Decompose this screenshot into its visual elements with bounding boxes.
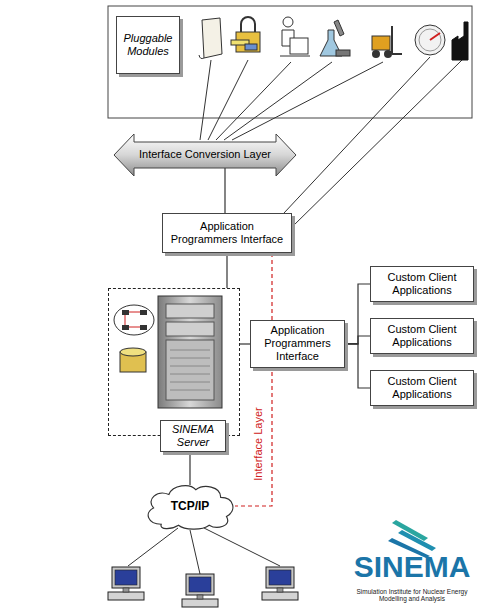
connector (235, 253, 272, 506)
module-wires-part (224, 62, 332, 140)
network-icon-part (114, 305, 154, 335)
node-text: Custom Client Applications (376, 323, 468, 349)
server-icon-part (166, 340, 214, 400)
forklift-icon-part (372, 36, 390, 50)
process-box: Pluggable Modules (116, 16, 180, 74)
node-text: Application Programmers Interface (168, 220, 286, 246)
connector (345, 284, 370, 344)
module-wires-part (232, 62, 383, 140)
module-wires-part (292, 60, 462, 227)
gauge-icon-part (430, 33, 440, 40)
network-icon-part (122, 310, 129, 315)
logo-text: SINEMA (344, 550, 480, 585)
forklift-icon-part (392, 53, 402, 55)
network-icon (114, 305, 154, 335)
database-icon (120, 348, 146, 372)
desk-icon-part (290, 38, 308, 54)
process-box: Custom Client Applications (370, 370, 474, 406)
node-text: Custom Client Applications (376, 375, 468, 401)
network-icon-part (122, 325, 129, 330)
lab-icon-part (336, 50, 350, 56)
server-label-box: SINEMA Server (160, 420, 226, 452)
band-outline (114, 134, 296, 176)
network-icon-part (140, 325, 147, 330)
process-box: Application Programmers Interface (250, 320, 345, 368)
conversion-band: Interface Conversion Layer (114, 134, 296, 176)
module-wires-part (200, 60, 211, 140)
server-group: SINEMA Server (108, 288, 240, 452)
server-icon-part (170, 350, 210, 390)
module-wires-part (216, 62, 291, 140)
edge-label: Interface Layer (252, 405, 265, 482)
lock-icon-part (241, 17, 255, 32)
desk-icon-part (283, 17, 293, 27)
module-frame (108, 6, 472, 118)
database-icon-part (120, 348, 146, 356)
server-icon-part (158, 296, 222, 408)
dashed-frame (108, 288, 240, 436)
lan-wires (128, 528, 280, 574)
desk-icon-part (280, 56, 310, 57)
connector (189, 452, 190, 485)
lan-wires-part (190, 530, 200, 574)
node-text: Application Programmers Interface (256, 324, 339, 364)
lab-icon-part (334, 20, 344, 36)
computer-icon (262, 567, 298, 600)
lan-wires-part (204, 528, 280, 566)
network-icon-part (125, 312, 140, 327)
connector (240, 343, 250, 344)
lan-wires-part (128, 528, 178, 566)
forklift-icon (372, 26, 402, 58)
server-icon (158, 296, 222, 408)
computer-icon (182, 574, 218, 607)
gauge-icon-part (415, 25, 445, 55)
lock-icon (231, 17, 260, 52)
cloud-outline (148, 486, 233, 529)
module-wires-part (284, 57, 430, 213)
factory-icon (452, 22, 468, 60)
gauge-icon (415, 25, 445, 55)
scroll-icon (199, 18, 222, 59)
scroll-icon-part (199, 55, 204, 59)
forklift-icon-part (391, 26, 393, 54)
factory-icon-part (452, 22, 468, 60)
node-text: Pluggable Modules (122, 32, 174, 58)
node-text: SINEMA Server (164, 423, 222, 449)
node-text: Custom Client Applications (376, 271, 468, 297)
process-box: Custom Client Applications (370, 266, 474, 302)
connector (224, 168, 225, 213)
logo-subtitle: Simulation Institute for Nuclear Energy … (342, 588, 482, 603)
gauge-icon-part (419, 29, 441, 51)
network-icon-part (140, 310, 147, 315)
scroll-icon-part (202, 18, 222, 58)
forklift-icon-part (384, 50, 392, 58)
computer-icon (108, 567, 144, 600)
process-box: Custom Client Applications (370, 318, 474, 354)
server-icon-part (166, 304, 214, 318)
forklift-icon-part (372, 50, 380, 58)
connector (345, 344, 370, 388)
process-box: Application Programmers Interface (162, 213, 292, 253)
network-cloud: TCP/IP (142, 482, 238, 530)
desk-icon (280, 17, 310, 56)
lab-icon (320, 20, 350, 56)
node-text: Interface Conversion Layer (139, 148, 271, 161)
connector (345, 336, 370, 344)
server-icon-part (166, 322, 214, 336)
node-text: TCP/IP (171, 499, 210, 513)
lock-icon-part (245, 44, 257, 50)
connector (226, 253, 227, 288)
